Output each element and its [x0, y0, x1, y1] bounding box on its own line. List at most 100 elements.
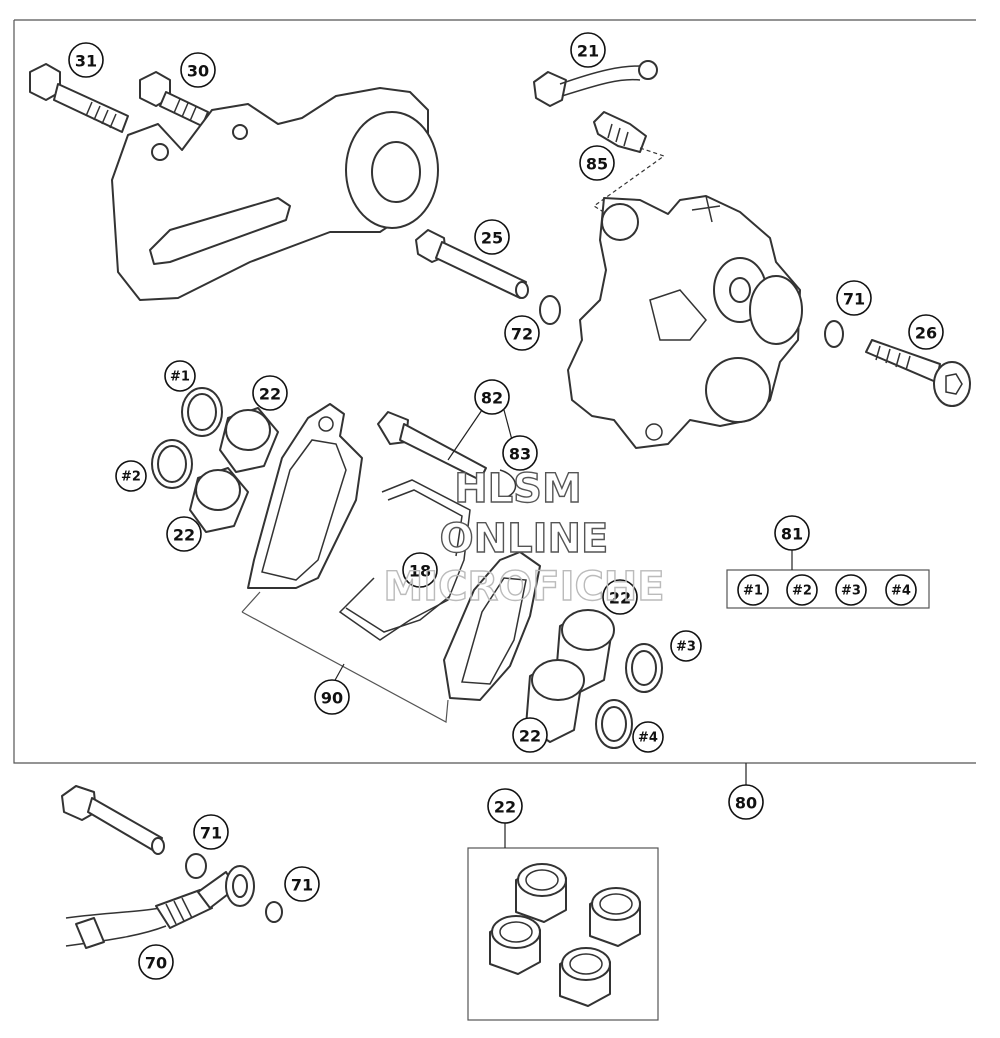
kit-label-circle [885, 574, 917, 606]
callout-label: #4 [638, 731, 658, 746]
callout-25: 25 [474, 219, 510, 255]
callout-30: 30 [180, 52, 216, 88]
callout-label: 71 [291, 876, 313, 895]
callout-circle [138, 944, 174, 980]
callout-circle [314, 679, 350, 715]
pad-spring-18-part [338, 479, 471, 641]
leader-lines [333, 409, 747, 788]
kit-label-text: #2 [792, 584, 812, 599]
callout-90: 90 [314, 679, 350, 715]
callout-label: #3 [676, 640, 696, 655]
callout-label: 80 [735, 794, 757, 813]
callout-22a: 22 [252, 375, 288, 411]
callout-label: 90 [321, 689, 343, 708]
callout-21: 21 [570, 32, 606, 68]
callout-label: 25 [481, 229, 503, 248]
washer-71-lower-b-part [265, 901, 283, 923]
callout-circle [402, 552, 438, 588]
callout-label: 82 [481, 389, 503, 408]
assembly-frame [13, 19, 976, 764]
callout-h2: #2 [115, 460, 147, 492]
callout-h3: #3 [670, 630, 702, 662]
callout-26: 26 [908, 314, 944, 350]
kit-label-text: #1 [743, 584, 763, 599]
callout-22c: 22 [602, 579, 638, 615]
bleed-cap-21-part [533, 60, 658, 107]
seal-kit-labels: #1 #2 #3 #4 [737, 574, 917, 606]
caliper-bracket-part [111, 87, 439, 301]
kit-label-circle [737, 574, 769, 606]
callout-label: 22 [494, 798, 516, 817]
callout-label: 83 [509, 445, 531, 464]
callout-circle [774, 515, 810, 551]
callout-71c: 71 [284, 866, 320, 902]
kit-label-text: #4 [891, 584, 911, 599]
callout-80: 80 [728, 784, 764, 820]
callout-81: 81 [774, 515, 810, 551]
watermark-line-3: MICROFICHE [383, 564, 664, 610]
kit-label-1: #1 [737, 574, 769, 606]
callout-31: 31 [68, 42, 104, 78]
callout-h4: #4 [632, 721, 664, 753]
callout-circle [632, 721, 664, 753]
callout-circle [670, 630, 702, 662]
callout-label: 21 [577, 42, 599, 61]
kit-label-circle [786, 574, 818, 606]
callout-circle [728, 784, 764, 820]
callout-circle [68, 42, 104, 78]
callout-82: 82 [474, 379, 510, 415]
pin-bolt-25-part [415, 229, 529, 299]
callout-circle [512, 717, 548, 753]
bolt-26-part [865, 339, 971, 407]
callout-label: 71 [843, 290, 865, 309]
callout-circle [474, 379, 510, 415]
brake-pad-right-part [443, 551, 541, 701]
right-seals-pistons-part [525, 609, 663, 749]
callout-label: 30 [187, 62, 209, 81]
callout-label: 72 [511, 325, 533, 344]
callout-circle [570, 32, 606, 68]
banjo-bolt-part [61, 785, 165, 855]
watermark-line-1: HLSM [454, 466, 582, 512]
callout-label: 26 [915, 324, 937, 343]
callout-85: 85 [579, 145, 615, 181]
callout-83: 83 [502, 435, 538, 471]
callout-label: 85 [586, 155, 608, 174]
callout-circle [164, 360, 196, 392]
kit-label-2: #2 [786, 574, 818, 606]
callout-h1: #1 [164, 360, 196, 392]
washer-71-upper-part [824, 320, 844, 348]
pad-group-outline [241, 591, 449, 723]
callout-circle [504, 315, 540, 351]
caliper-body-part [567, 195, 803, 449]
callout-label: 18 [409, 562, 431, 581]
callout-18: 18 [402, 552, 438, 588]
callout-label: 22 [173, 526, 195, 545]
left-seals-pistons-part [151, 387, 279, 533]
kit-label-3: #3 [835, 574, 867, 606]
callout-label: 31 [75, 52, 97, 71]
callout-label: 22 [259, 385, 281, 404]
callout-label: #1 [170, 370, 190, 385]
callout-71a: 71 [836, 280, 872, 316]
callout-circle [115, 460, 147, 492]
brake-pad-left-part [247, 403, 363, 589]
callout-circle [908, 314, 944, 350]
callout-circle [502, 435, 538, 471]
callout-label: 22 [519, 727, 541, 746]
callout-circle [602, 579, 638, 615]
piston-kit-part [489, 863, 641, 1007]
callout-label: 22 [609, 589, 631, 608]
kit-label-4: #4 [885, 574, 917, 606]
pad-pin-82-part [377, 411, 517, 499]
callout-circle [579, 145, 615, 181]
callout-circle [487, 788, 523, 824]
callout-label: 71 [200, 824, 222, 843]
washer-71-lower-a-part [185, 853, 207, 879]
callout-label: 70 [145, 954, 167, 973]
bolt-30-part [139, 71, 209, 127]
bolt-31-part [29, 63, 129, 133]
seal-kit-box [726, 569, 930, 609]
